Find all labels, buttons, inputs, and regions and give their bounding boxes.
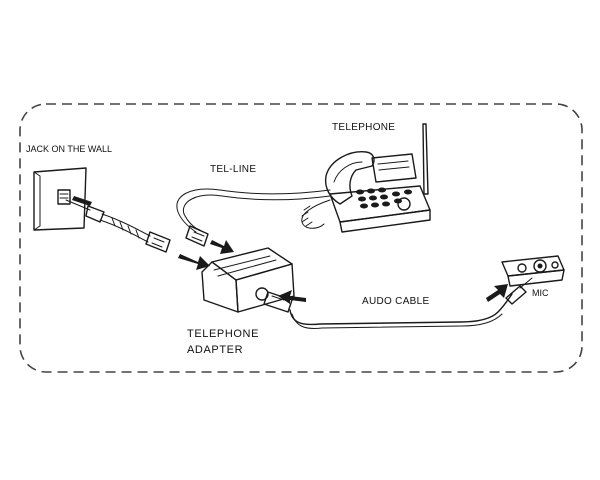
wall-jack-icon — [33, 167, 87, 231]
adapter-label-line2: ADAPTER — [187, 344, 243, 356]
antenna-icon — [422, 123, 429, 195]
wall-plug-cable — [65, 199, 171, 253]
audio-cable — [263, 277, 533, 329]
telephone-adapter-icon — [201, 247, 295, 313]
microphone-icon — [501, 255, 565, 287]
tel-line-label: TEL-LINE — [210, 164, 256, 175]
telephone-label: TELEPHONE — [332, 122, 395, 133]
adapter-label-line1: TELEPHONE — [187, 328, 259, 340]
tel-line-cable — [176, 188, 331, 247]
jack-label: JACK ON THE WALL — [26, 144, 112, 154]
telephone-icon — [301, 123, 431, 233]
arrow-icon — [72, 196, 508, 304]
audio-cable-label: AUDO CABLE — [362, 296, 429, 307]
dashed-frame — [19, 103, 583, 373]
mic-label: MIC — [532, 288, 549, 298]
